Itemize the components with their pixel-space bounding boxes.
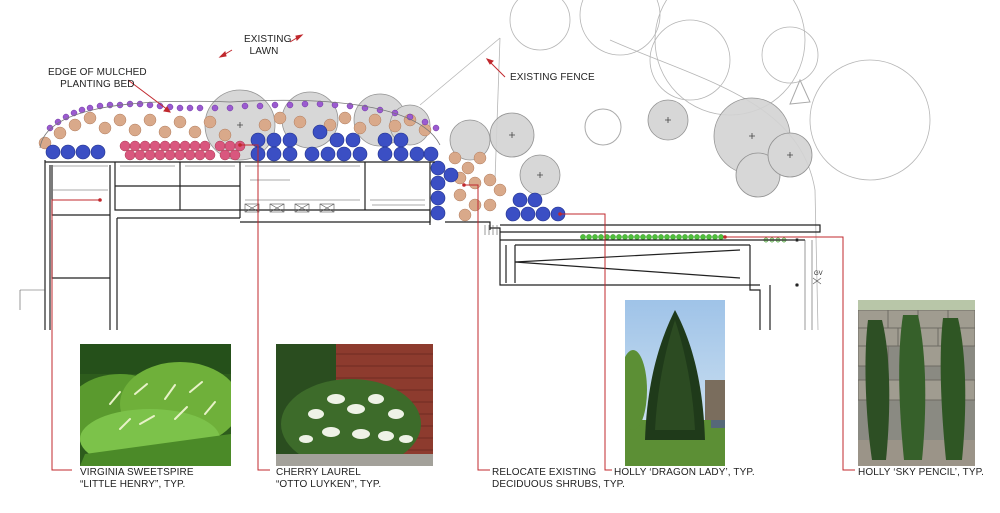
mulched-bed-edge bbox=[39, 99, 441, 149]
callout-cherry-laurel: CHERRY LAUREL “OTTO LUYKEN”, TYP. bbox=[276, 467, 381, 491]
callout-label-line1: VIRGINIA SWEETSPIRE bbox=[80, 467, 194, 478]
holly-dragon-lady-photo bbox=[625, 300, 725, 466]
tree-center-marks bbox=[237, 117, 793, 178]
lawn-label-line1: EXISTING bbox=[244, 34, 292, 45]
groundcover-strip bbox=[580, 234, 787, 243]
callout-label-line1: HOLLY ‘SKY PENCIL’, TYP. bbox=[858, 467, 984, 478]
callout-label-line2: “OTTO LUYKEN”, TYP. bbox=[276, 479, 382, 490]
callout-leader-dots bbox=[98, 143, 727, 239]
existing-fence-posts bbox=[584, 78, 811, 146]
laurel-photo-art bbox=[276, 344, 433, 466]
existing-fence-lines bbox=[419, 0, 931, 331]
virginia-sweetspire-photo bbox=[80, 344, 231, 466]
callout-holly-dragon-lady: HOLLY ‘DRAGON LADY’, TYP. bbox=[614, 467, 755, 479]
lawn-label-line2: LAWN bbox=[249, 46, 279, 57]
sweetspire-plantings bbox=[45, 124, 566, 222]
mulched-bed-label: EDGE OF MULCHED PLANTING BED bbox=[48, 67, 147, 91]
building-outline bbox=[44, 160, 821, 330]
callout-leader-lines bbox=[51, 144, 855, 471]
holly-sky-pencil-photo bbox=[858, 300, 975, 466]
callout-label-line2: DECIDUOUS SHRUBS, TYP. bbox=[492, 479, 625, 490]
callout-holly-sky-pencil: HOLLY ‘SKY PENCIL’, TYP. bbox=[858, 467, 984, 479]
mulch-label-line2: PLANTING BED bbox=[60, 79, 135, 90]
callout-relocate-shrubs: RELOCATE EXISTING DECIDUOUS SHRUBS, TYP. bbox=[492, 467, 625, 491]
existing-lawn-label: EXISTING LAWN bbox=[244, 34, 292, 58]
existing-fence-label: EXISTING FENCE bbox=[510, 72, 595, 83]
callout-label-line1: CHERRY LAUREL bbox=[276, 467, 361, 478]
gate-valve-tag: GV bbox=[814, 271, 823, 277]
mulch-label-line1: EDGE OF MULCHED bbox=[48, 67, 147, 78]
deciduous-shrub-plantings bbox=[38, 111, 507, 222]
building-detail-lines bbox=[19, 165, 822, 330]
callout-label-line1: RELOCATE EXISTING bbox=[492, 467, 597, 478]
callout-virginia-sweetspire: VIRGINIA SWEETSPIRE “LITTLE HENRY”, TYP. bbox=[80, 467, 194, 491]
sweetspire-photo-art bbox=[80, 344, 231, 466]
dragon-lady-photo-art bbox=[625, 300, 725, 466]
callout-label-line2: “LITTLE HENRY”, TYP. bbox=[80, 479, 186, 490]
cherry-laurel-plantings bbox=[119, 140, 246, 161]
callout-label-line1: HOLLY ‘DRAGON LADY’, TYP. bbox=[614, 467, 755, 478]
annotation-arrows bbox=[127, 34, 506, 113]
sky-pencil-photo-art bbox=[858, 300, 975, 466]
cherry-laurel-photo bbox=[276, 344, 433, 466]
